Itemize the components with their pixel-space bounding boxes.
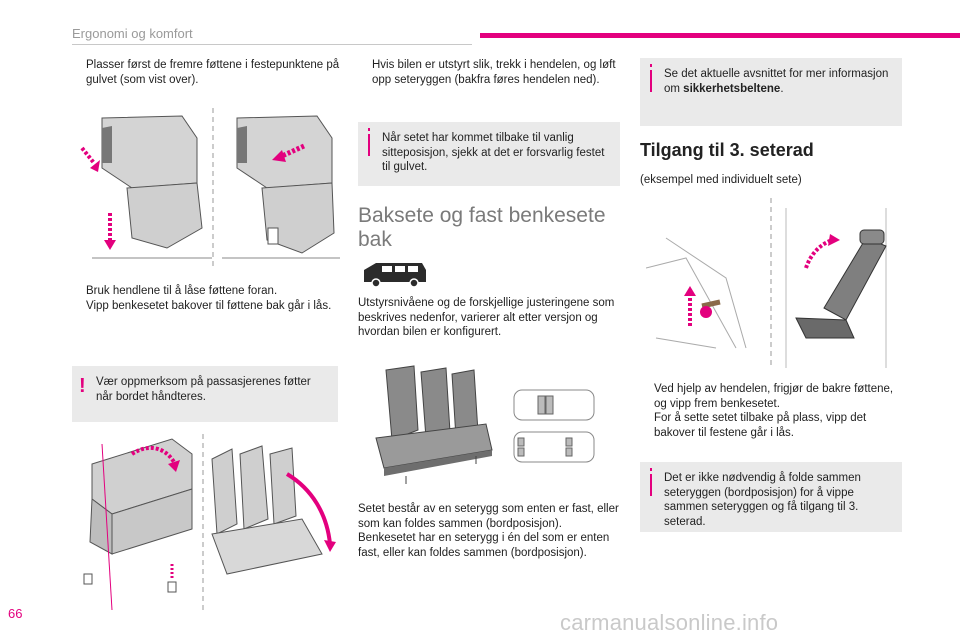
page-number: 66	[8, 606, 23, 621]
info-text: Se det aktuelle avsnittet for mer inform…	[664, 68, 889, 95]
bullet-marker	[72, 58, 86, 87]
header-divider	[72, 44, 472, 45]
description-paragraph: Utstyrsnivåene og de forskjellige juster…	[358, 297, 615, 338]
warning-box: ! Vær oppmerksom på passasjerenes føtter…	[72, 366, 338, 422]
info-box: Se det aktuelle avsnittet for mer inform…	[640, 58, 902, 126]
bullet-marker	[640, 382, 654, 411]
illustration-third-row-access	[646, 198, 887, 368]
watermark: carmanualsonline.info	[560, 610, 779, 635]
info-icon	[650, 64, 652, 92]
instruction-item: Hvis bilen er utstyrt slik, trekk i hend…	[358, 58, 620, 87]
description-paragraph: Setet består av en seterygg som enten er…	[358, 503, 619, 559]
bullet-marker	[358, 58, 372, 87]
illustration-bench-folding	[83, 434, 336, 610]
header-accent-bar	[480, 33, 960, 38]
instruction-text: For å sette setet tilbake på plass, vipp…	[654, 412, 867, 439]
info-bold-text: sikkerhetsbeltene	[683, 82, 781, 95]
info-icon	[650, 468, 652, 496]
instruction-list: Bruk hendlene til å låse føttene foran. …	[72, 284, 342, 313]
section-title: Ergonomi og komfort	[72, 26, 193, 41]
info-box: Det er ikke nødvendig å folde sammen set…	[640, 462, 902, 532]
illustration-rear-seats	[375, 365, 595, 484]
instruction-list: Ved hjelp av hendelen, frigjør de bakre …	[640, 382, 902, 440]
bullet-marker	[72, 284, 86, 299]
instruction-item: Plasser først de fremre føttene i festep…	[72, 58, 342, 87]
bullet-marker	[640, 411, 654, 440]
instruction-text: Vipp benkesetet bakover til føttene bak …	[86, 299, 332, 312]
bullet-marker	[72, 299, 86, 314]
example-note: (eksempel med individuelt sete)	[640, 174, 802, 186]
warning-icon: !	[79, 375, 86, 397]
instruction-text: Hvis bilen er utstyrt slik, trekk i hend…	[372, 59, 616, 86]
info-box: Når setet har kommet tilbake til vanlig …	[358, 122, 620, 186]
instruction-text: Plasser først de fremre føttene i festep…	[86, 59, 340, 86]
info-text: Det er ikke nødvendig å folde sammen set…	[664, 472, 861, 528]
warning-text: Vær oppmerksom på passasjerenes føtter n…	[96, 376, 311, 403]
info-text: Når setet har kommet tilbake til vanlig …	[382, 132, 605, 173]
vehicle-icon	[364, 263, 426, 288]
section-heading: Baksete og fast benkesete bak	[358, 204, 606, 251]
instruction-text: Bruk hendlene til å låse føttene foran.	[86, 285, 278, 297]
info-icon	[368, 128, 370, 156]
illustration-seat-fitting	[72, 108, 340, 268]
instruction-text: Ved hjelp av hendelen, frigjør de bakre …	[654, 383, 894, 410]
section-heading: Tilgang til 3. seterad	[640, 140, 814, 160]
